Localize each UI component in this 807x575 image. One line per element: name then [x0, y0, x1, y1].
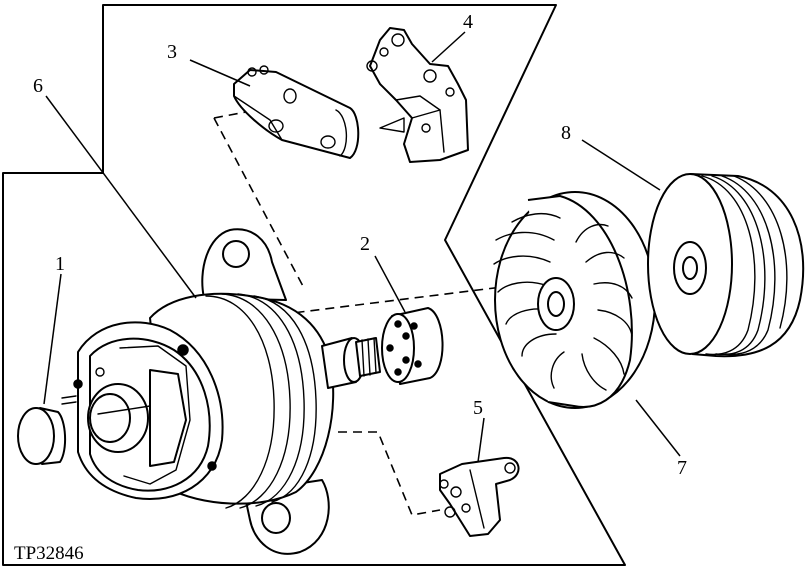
leader-lines — [43, 31, 681, 463]
part-1-end-cap — [17, 407, 66, 465]
part-2-spacer — [381, 307, 444, 385]
part-6-alternator-housing — [61, 228, 381, 555]
part-4-brush-holder — [366, 27, 469, 163]
part-3-plate — [233, 65, 360, 159]
callout-2: 2 — [360, 233, 370, 255]
callout-6: 6 — [33, 75, 43, 97]
callout-1: 1 — [55, 253, 65, 275]
callout-3: 3 — [167, 41, 177, 63]
figure-id: TP32846 — [14, 543, 84, 564]
callout-4: 4 — [463, 11, 473, 33]
part-7-fan — [493, 191, 656, 409]
callout-5: 5 — [473, 397, 483, 419]
part-5-bracket — [439, 456, 520, 537]
callout-8: 8 — [561, 122, 571, 144]
frame-outline — [2, 4, 626, 566]
callout-7: 7 — [677, 457, 687, 479]
part-8-pulley — [647, 173, 805, 358]
